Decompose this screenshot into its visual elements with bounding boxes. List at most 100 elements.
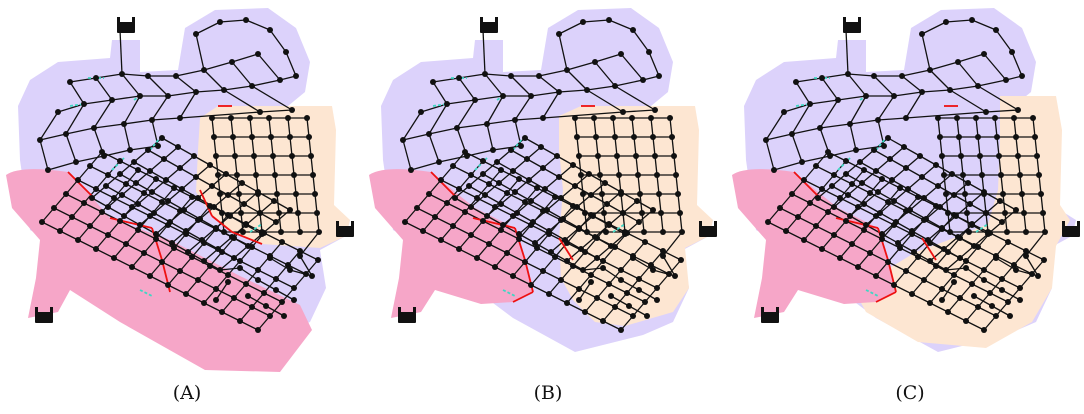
junction-node [777, 205, 783, 211]
junction-node [962, 191, 968, 197]
junction-node [153, 231, 159, 237]
junction-node [408, 167, 414, 173]
pipe [314, 193, 318, 214]
pipe [935, 251, 949, 267]
pipe [482, 29, 486, 75]
junction-node [165, 282, 171, 288]
junction-node [183, 291, 189, 297]
pipe [119, 220, 139, 231]
closed-valve [502, 289, 516, 297]
pipe [458, 234, 472, 250]
pipe [803, 179, 823, 190]
pipe [998, 155, 1002, 176]
pipe [263, 292, 283, 303]
junction-node [634, 198, 640, 204]
junction-nodes [37, 17, 322, 333]
zone-pink [732, 169, 896, 318]
pipe [673, 155, 677, 176]
junction-node [119, 192, 125, 198]
pipe [105, 185, 123, 196]
junction-node [921, 195, 927, 201]
pipe [59, 216, 73, 232]
pipe [272, 155, 276, 176]
pipe [967, 182, 985, 193]
pipe [123, 119, 153, 125]
pipe [616, 155, 620, 176]
junction-node [580, 191, 586, 197]
pipe [1004, 212, 1008, 233]
pipe [91, 197, 109, 208]
junction-node [660, 248, 666, 254]
pressure-zones [369, 8, 713, 352]
junction-node [985, 229, 991, 235]
pipe [486, 119, 516, 125]
junction-node [211, 204, 217, 210]
pipe [644, 287, 658, 303]
panel-b [369, 8, 717, 352]
junction-node [925, 237, 931, 243]
pipe [879, 200, 895, 214]
junction-node [969, 222, 975, 228]
pipe [83, 202, 103, 213]
junction-node [947, 87, 953, 93]
pipe [889, 158, 907, 169]
junction-node [919, 89, 925, 95]
junction-node [295, 210, 301, 216]
pipe [608, 269, 622, 285]
junction-node [855, 264, 861, 270]
junction-node [93, 186, 99, 192]
pipe [677, 193, 681, 214]
pipe [939, 136, 943, 157]
junction-node [943, 267, 949, 273]
pipe [596, 245, 612, 259]
pipe [506, 238, 520, 254]
pipe [542, 167, 560, 178]
pipe [39, 133, 67, 141]
pipe [873, 75, 895, 97]
boundary-pipe [512, 291, 534, 303]
pipe [994, 117, 998, 138]
junction-node [903, 115, 909, 121]
zone-peach [854, 96, 1070, 348]
junction-node [582, 309, 588, 315]
junction-node [867, 190, 873, 196]
pipe [985, 212, 989, 233]
pipe [941, 288, 961, 299]
junction-node [919, 31, 925, 37]
junction-node [911, 249, 917, 255]
pipe [446, 202, 466, 213]
junction-node [484, 121, 490, 127]
pipe [454, 185, 470, 199]
pipe [614, 136, 618, 157]
junction-node [843, 171, 849, 177]
junction-node [119, 71, 125, 77]
junction-node [861, 227, 867, 233]
pipe [488, 169, 502, 185]
pipe [251, 246, 271, 257]
pipe [275, 289, 295, 301]
pipe [233, 297, 253, 308]
pipe [877, 191, 895, 202]
pipe [560, 279, 580, 290]
pipe [636, 200, 654, 211]
pipe [123, 123, 131, 151]
pipe [815, 165, 835, 176]
junction-node [221, 229, 227, 235]
pipe [219, 267, 241, 271]
junction-node [267, 313, 273, 319]
pipe [829, 149, 857, 157]
junction-node [268, 134, 274, 140]
pipe [578, 281, 592, 301]
pipe [602, 306, 616, 322]
pipe [440, 239, 460, 250]
pipe [524, 137, 542, 148]
pipe [484, 182, 500, 196]
pipe [486, 203, 502, 217]
junction-node [965, 180, 971, 186]
pipe [119, 29, 123, 75]
junction-node [789, 131, 795, 137]
pipe [614, 246, 634, 257]
closed-valve [139, 289, 153, 297]
junction-node [432, 214, 438, 220]
pipe [610, 295, 630, 307]
